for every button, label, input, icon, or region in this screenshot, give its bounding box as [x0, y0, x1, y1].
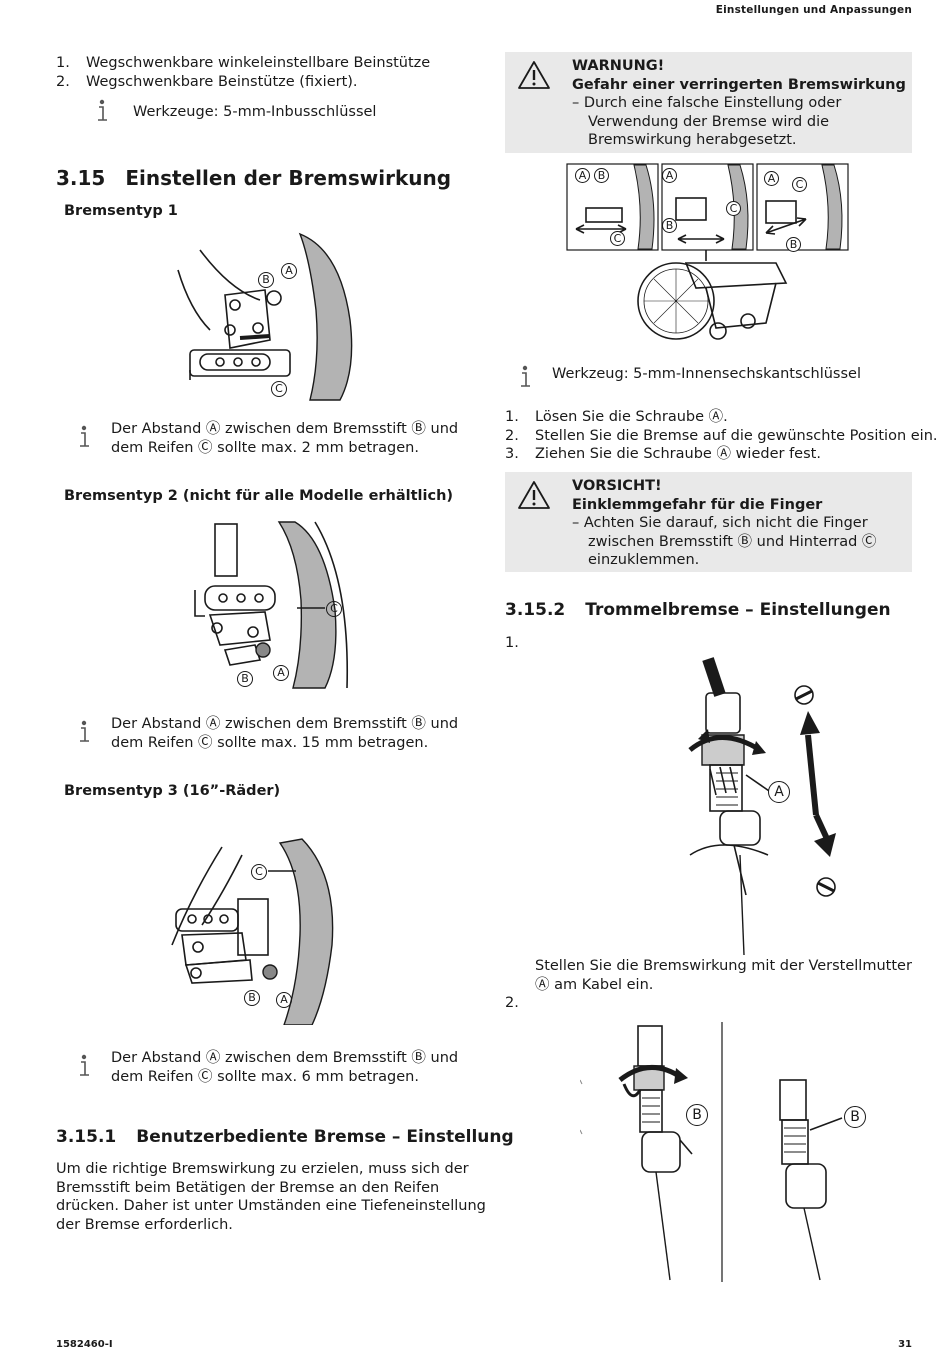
- info-icon: [74, 424, 96, 450]
- info-icon: [74, 719, 96, 745]
- callout-c: C: [326, 601, 342, 617]
- list-item: 3.Ziehen Sie die Schraube Ⓐ wieder fest.: [505, 446, 821, 462]
- drum-brake-figure-2: B B: [580, 1020, 880, 1290]
- running-header: Einstellungen und Anpassungen: [715, 4, 912, 16]
- caution-box: VORSICHT! Einklemmgefahr für die Finger …: [505, 472, 912, 572]
- caution-text: – Achten Sie darauf, sich nicht die Fing…: [572, 515, 877, 568]
- brake-type-1-figure: B A C: [170, 230, 370, 402]
- callout-a: A: [575, 168, 590, 183]
- callout-a: A: [273, 665, 289, 681]
- callout-a: A: [662, 168, 677, 183]
- callout-c: C: [726, 201, 741, 216]
- brake-type-1-title: Bremsentyp 1: [64, 203, 178, 219]
- info-icon: [92, 98, 114, 124]
- info-icon: [515, 364, 537, 390]
- brake-type-2-note: Der Abstand Ⓐ zwischen dem Bremsstift Ⓑ …: [111, 716, 459, 751]
- brake-type-2-figure: C A B: [175, 520, 355, 690]
- callout-b: B: [244, 990, 260, 1006]
- warning-text: – Durch eine falsche Einstellung oder Ve…: [572, 95, 842, 148]
- brake-type-3-note: Der Abstand Ⓐ zwischen dem Bremsstift Ⓑ …: [111, 1050, 459, 1085]
- tools-note: Werkzeuge: 5-mm-Inbusschlüssel: [133, 104, 377, 120]
- callout-b: B: [258, 272, 274, 288]
- caution-title: Einklemmgefahr für die Finger: [572, 496, 823, 513]
- list-item: 1.Wegschwenkbare winkeleinstellbare Bein…: [56, 55, 431, 71]
- callout-b: B: [686, 1104, 708, 1126]
- brake-type-3-figure: C B A: [162, 835, 342, 1025]
- warning-box: WARNUNG! Gefahr einer verringerten Brems…: [505, 52, 912, 153]
- warning-triangle-icon: [518, 481, 550, 509]
- callout-c: C: [610, 231, 625, 246]
- callout-a: A: [764, 171, 779, 186]
- brake-type-2-title: Bremsentyp 2 (nicht für alle Modelle erh…: [64, 488, 454, 504]
- drum-brake-figure-1: A: [680, 655, 850, 955]
- adjust-steps-list: 1.Lösen Sie die Schraube Ⓐ. 2.Stellen Si…: [505, 408, 938, 464]
- callout-b: B: [237, 671, 253, 687]
- drum-step-1-text: Stellen Sie die Bremswirkung mit der Ver…: [535, 958, 912, 993]
- brake-type-1-note: Der Abstand Ⓐ zwischen dem Bremsstift Ⓑ …: [111, 421, 459, 456]
- callout-c: C: [251, 864, 267, 880]
- list-item: 1.Lösen Sie die Schraube Ⓐ.: [505, 409, 728, 425]
- user-brake-paragraph: Um die richtige Bremswirkung zu erzielen…: [56, 1161, 486, 1233]
- drum-step-2-number: 2.: [505, 995, 519, 1011]
- warning-label: WARNUNG!: [572, 58, 665, 74]
- callout-b: B: [844, 1106, 866, 1128]
- callout-a: A: [281, 263, 297, 279]
- page-number: 31: [898, 1339, 912, 1350]
- list-item: 2.Wegschwenkbare Beinstütze (fixiert).: [56, 73, 358, 90]
- info-icon: [74, 1053, 96, 1079]
- warning-title: Gefahr einer verringerten Bremswirkung: [572, 76, 906, 93]
- callout-b: B: [594, 168, 609, 183]
- callout-c: C: [271, 381, 287, 397]
- drum-step-1-number: 1.: [505, 635, 519, 651]
- callout-b: B: [786, 237, 801, 252]
- legrest-list: 1.Wegschwenkbare winkeleinstellbare Bein…: [56, 54, 430, 91]
- callout-a: A: [768, 781, 790, 803]
- brake-position-figure: A B C A B C A C B: [566, 163, 852, 348]
- tools-note: Werkzeug: 5-mm-Innensechskantschlüssel: [552, 366, 861, 382]
- doc-number: 1582460-I: [56, 1339, 113, 1350]
- callout-c: C: [792, 177, 807, 192]
- list-item: 2.Stellen Sie die Bremse auf die gewünsc…: [505, 427, 938, 444]
- callout-b: B: [662, 218, 677, 233]
- brake-type-3-title: Bremsentyp 3 (16”-Räder): [64, 783, 281, 799]
- caution-label: VORSICHT!: [572, 478, 662, 494]
- callout-a: A: [276, 992, 292, 1008]
- warning-triangle-icon: [518, 61, 550, 89]
